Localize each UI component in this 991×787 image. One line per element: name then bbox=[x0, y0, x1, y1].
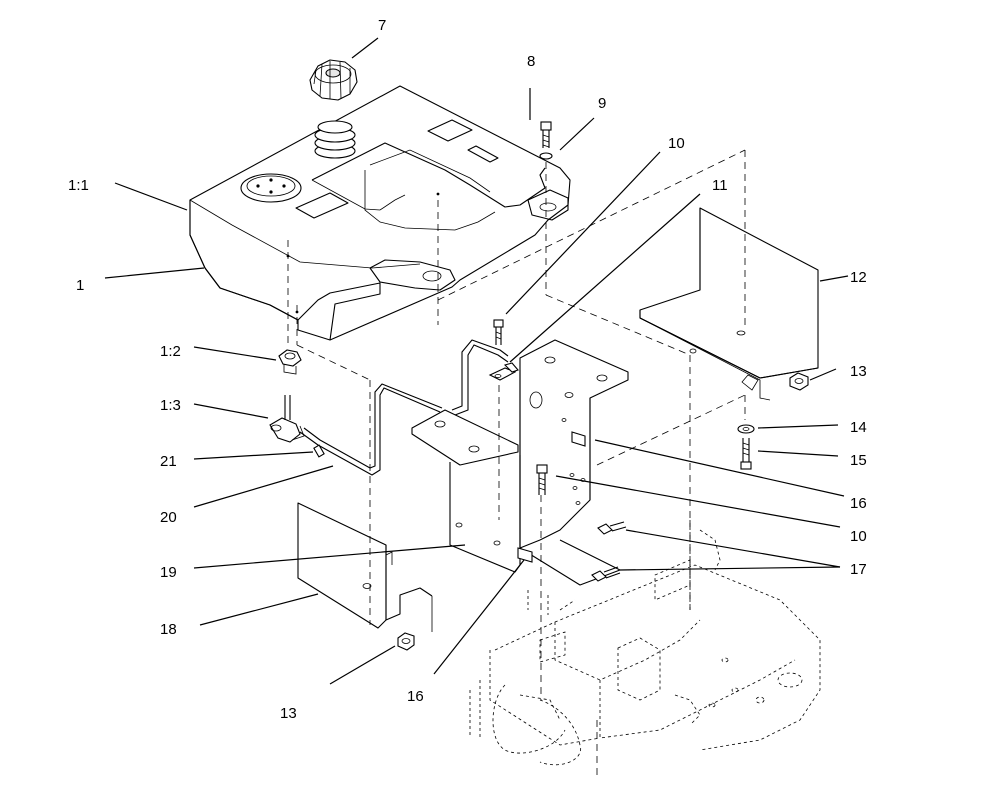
bolt-10-upper bbox=[493, 319, 504, 345]
fuel-cap bbox=[309, 59, 358, 101]
leader-lines bbox=[104, 37, 849, 685]
fuel-tank bbox=[189, 85, 571, 341]
fuel-line-20 bbox=[299, 339, 509, 476]
callout-10a: 10 bbox=[668, 135, 685, 152]
fitting-elbow bbox=[269, 395, 305, 443]
callout-19: 19 bbox=[160, 564, 177, 581]
callout-8: 8 bbox=[527, 53, 535, 70]
callout-labels: 7 8 9 10 11 1:1 12 1 1:2 13 1:3 14 21 15… bbox=[68, 17, 867, 722]
hose-clamp-21 bbox=[313, 444, 325, 458]
callout-1-2: 1:2 bbox=[160, 343, 181, 360]
callout-7: 7 bbox=[378, 17, 386, 34]
callout-12: 12 bbox=[850, 269, 867, 286]
mount-plate bbox=[519, 339, 629, 586]
gasket bbox=[314, 120, 356, 159]
callout-11: 11 bbox=[712, 177, 728, 194]
callout-1: 1 bbox=[76, 277, 84, 294]
bolt-17-b bbox=[591, 566, 621, 582]
nut-13-upper bbox=[789, 372, 809, 391]
bolt-10-lower bbox=[536, 464, 548, 495]
chassis-frame bbox=[469, 529, 821, 766]
bushing bbox=[278, 349, 302, 375]
callout-16a: 16 bbox=[850, 495, 867, 512]
washer-14 bbox=[737, 424, 755, 434]
callout-14: 14 bbox=[850, 419, 867, 436]
callout-17: 17 bbox=[850, 561, 867, 578]
callout-20: 20 bbox=[160, 509, 177, 526]
bolt-8 bbox=[540, 121, 552, 148]
nut-13-lower bbox=[397, 632, 415, 651]
callout-21: 21 bbox=[160, 453, 177, 470]
callout-1-1: 1:1 bbox=[68, 177, 89, 194]
clip-11 bbox=[488, 362, 519, 381]
clip-16-lower bbox=[517, 547, 533, 563]
callout-18: 18 bbox=[160, 621, 177, 638]
bolt-17-a bbox=[597, 521, 627, 535]
shield-12 bbox=[639, 207, 819, 401]
callout-9: 9 bbox=[598, 95, 606, 112]
guide-lines bbox=[287, 149, 746, 775]
callout-1-3: 1:3 bbox=[160, 397, 181, 414]
washer-9 bbox=[539, 152, 553, 160]
callout-15: 15 bbox=[850, 452, 867, 469]
shield-18 bbox=[297, 502, 433, 632]
callout-13a: 13 bbox=[850, 363, 867, 380]
callout-10b: 10 bbox=[850, 528, 867, 545]
bolt-15 bbox=[740, 438, 752, 470]
callout-13b: 13 bbox=[280, 705, 297, 722]
callout-16b: 16 bbox=[407, 688, 424, 705]
